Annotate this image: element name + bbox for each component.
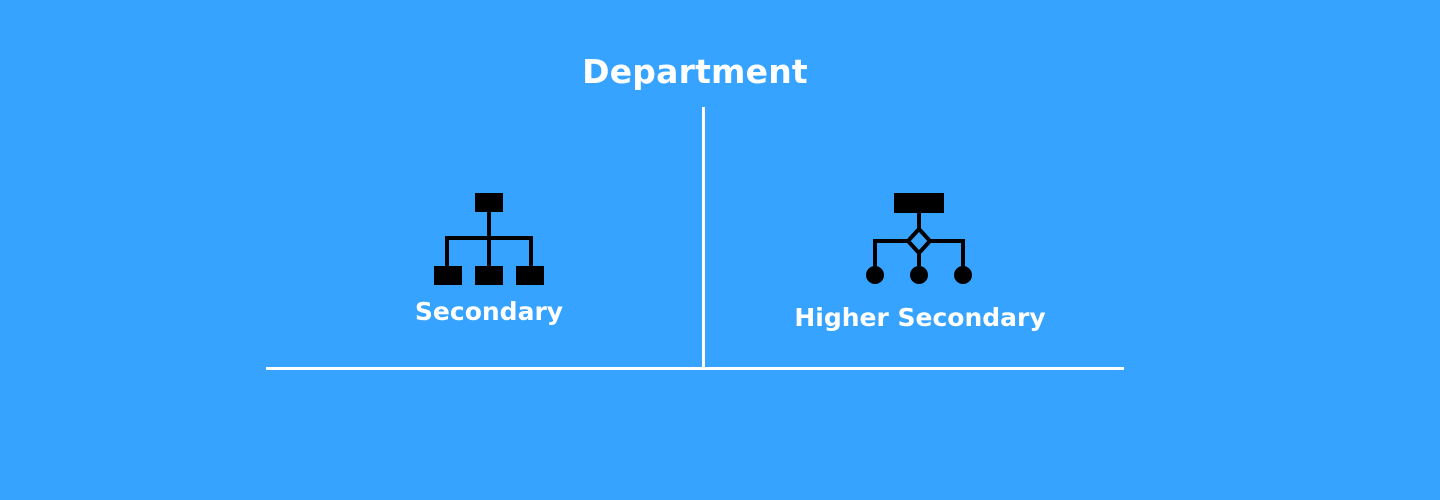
flowchart-hierarchy-icon — [864, 188, 976, 284]
higher-secondary-label: Higher Secondary — [794, 303, 1046, 332]
org-chart-icon — [433, 188, 545, 286]
department-option-secondary[interactable]: Secondary — [389, 188, 589, 328]
department-option-higher-secondary[interactable]: Higher Secondary — [790, 188, 1050, 334]
page-title: Department — [582, 52, 808, 91]
vertical-divider — [702, 107, 705, 369]
horizontal-divider — [266, 367, 1124, 370]
secondary-label: Secondary — [414, 297, 564, 326]
